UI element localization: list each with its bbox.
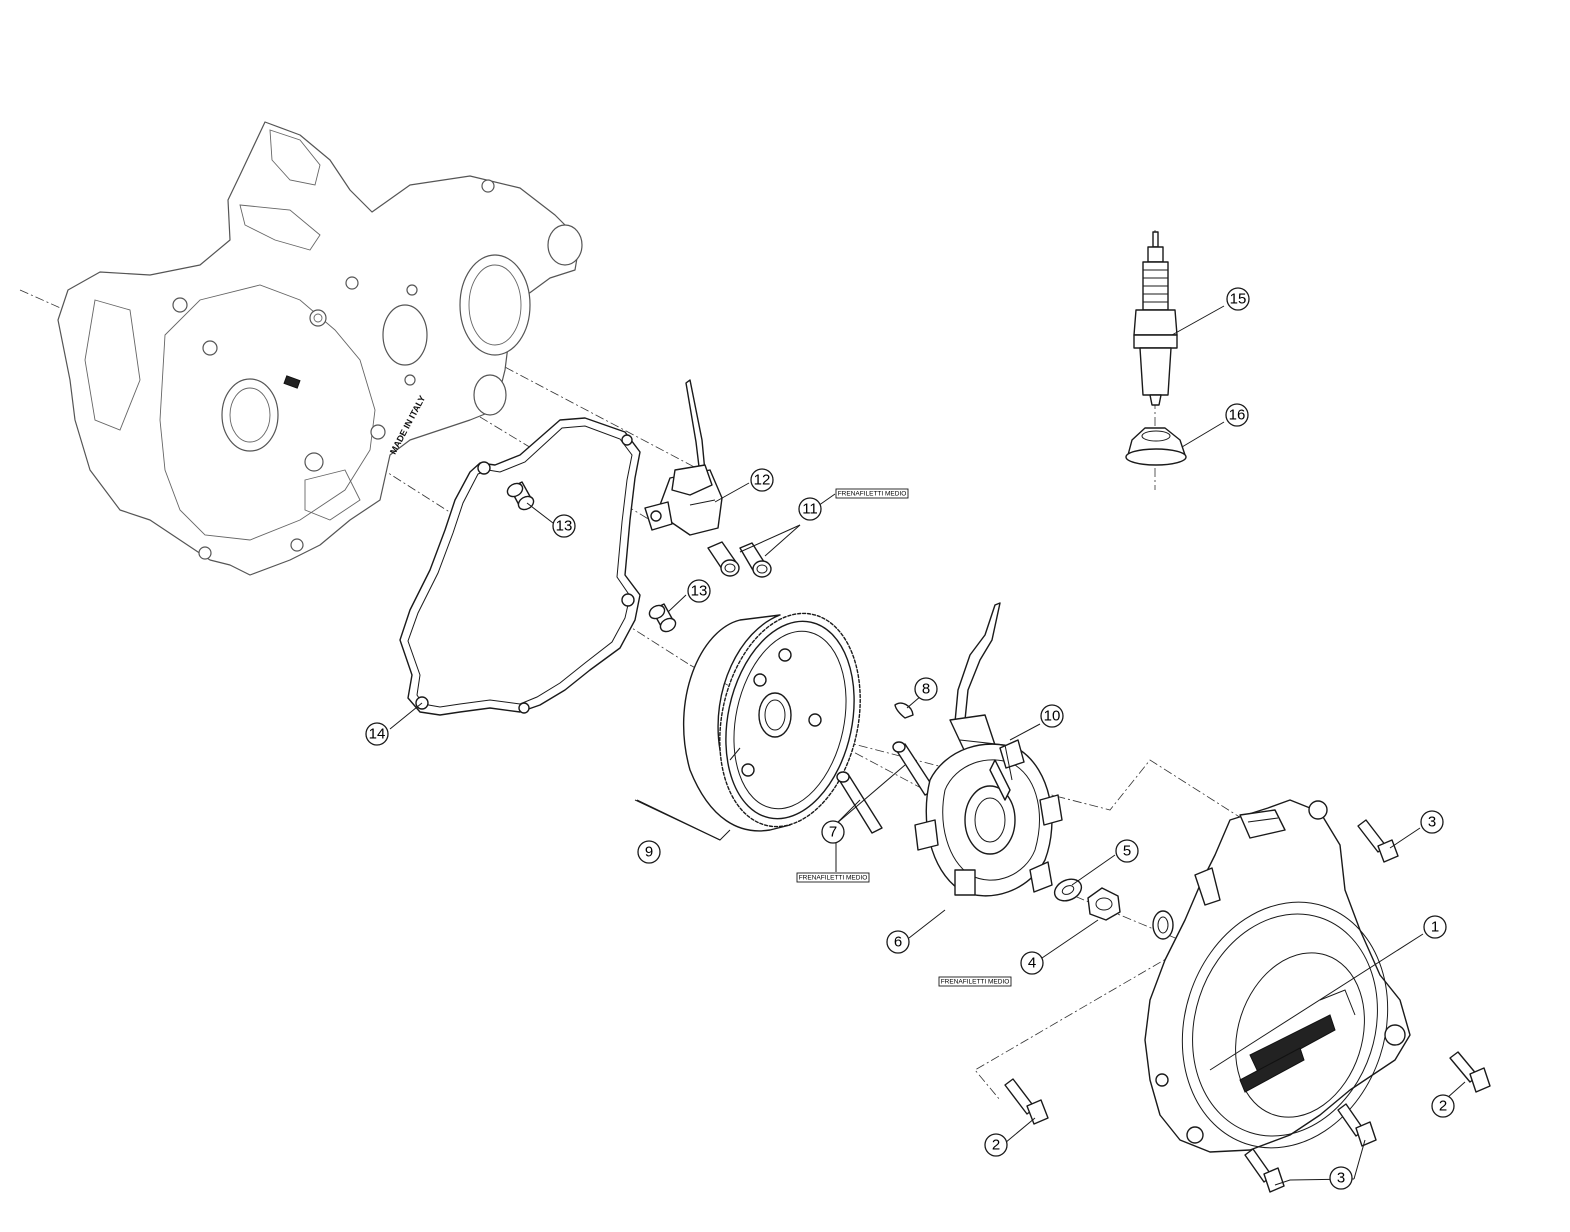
svg-text:11: 11 <box>802 501 818 518</box>
svg-text:3: 3 <box>1337 1170 1345 1187</box>
callout-11: 11 <box>798 497 822 521</box>
cover-bolt-lower-middle <box>1337 1103 1377 1147</box>
note-threadlock-4: FRENAFILETTI MEDIO <box>938 976 1012 987</box>
dowel-pin-lower <box>648 603 677 633</box>
dowel-pin-upper <box>506 481 535 511</box>
callout-7: 7 <box>821 820 845 844</box>
callout-13-lower: 13 <box>687 579 711 603</box>
callout-2-left: 2 <box>984 1133 1008 1157</box>
callout-1: 1 <box>1423 915 1447 939</box>
svg-text:13: 13 <box>556 518 573 535</box>
svg-text:13: 13 <box>691 583 708 600</box>
ignition-cover <box>1144 799 1411 1153</box>
spark-plug <box>1133 231 1178 406</box>
svg-text:12: 12 <box>754 472 771 489</box>
callout-3-top: 3 <box>1420 810 1444 834</box>
spark-plug-seal <box>1125 427 1187 466</box>
note-threadlock-7: FRENAFILETTI MEDIO <box>796 872 870 883</box>
callout-2-right: 2 <box>1431 1094 1455 1118</box>
cover-bolt-upper-right <box>1357 819 1399 863</box>
callout-4: 4 <box>1020 951 1044 975</box>
flywheel-washer <box>1053 878 1083 902</box>
callout-10: 10 <box>1040 704 1064 728</box>
crankcase-half: MADE IN ITALY <box>57 121 583 576</box>
svg-text:16: 16 <box>1229 407 1246 424</box>
callout-16: 16 <box>1225 403 1249 427</box>
svg-text:2: 2 <box>992 1137 1000 1154</box>
callout-5: 5 <box>1115 839 1139 863</box>
note-threadlock-11: FRENAFILETTI MEDIO <box>835 488 909 499</box>
svg-text:FRENAFILETTI MEDIO: FRENAFILETTI MEDIO <box>838 491 907 498</box>
callout-9: 9 <box>637 840 661 864</box>
svg-text:FRENAFILETTI MEDIO: FRENAFILETTI MEDIO <box>941 979 1010 986</box>
callout-15: 15 <box>1226 287 1250 311</box>
cover-bolt-lower-left <box>1004 1078 1049 1125</box>
callout-8: 8 <box>914 677 938 701</box>
svg-text:7: 7 <box>829 824 837 841</box>
cover-gasket <box>399 417 641 716</box>
callout-14: 14 <box>365 722 389 746</box>
stator <box>914 602 1063 897</box>
callout-12: 12 <box>750 468 774 492</box>
svg-text:14: 14 <box>369 726 386 743</box>
svg-text:3: 3 <box>1428 814 1436 831</box>
svg-text:1: 1 <box>1431 919 1439 936</box>
cover-bolt-lower <box>1244 1148 1285 1193</box>
svg-text:FRENAFILETTI MEDIO: FRENAFILETTI MEDIO <box>799 875 868 882</box>
svg-text:10: 10 <box>1044 708 1061 725</box>
svg-text:5: 5 <box>1123 843 1131 860</box>
svg-text:4: 4 <box>1028 955 1036 972</box>
svg-text:9: 9 <box>645 844 653 861</box>
callout-6: 6 <box>886 930 910 954</box>
pickup-sensor <box>644 379 723 536</box>
callout-13-upper: 13 <box>552 514 576 538</box>
leader-lines <box>389 305 1466 1186</box>
flywheel-nut <box>1087 887 1121 921</box>
cover-bolt-right <box>1449 1051 1491 1093</box>
stator-bolts <box>836 741 936 834</box>
svg-text:8: 8 <box>922 681 930 698</box>
flywheel-rotor <box>682 612 861 832</box>
svg-text:2: 2 <box>1439 1098 1447 1115</box>
svg-text:15: 15 <box>1230 291 1247 308</box>
svg-text:6: 6 <box>894 934 902 951</box>
callout-3-bottom: 3 <box>1329 1166 1353 1190</box>
sensor-screws <box>707 541 772 578</box>
